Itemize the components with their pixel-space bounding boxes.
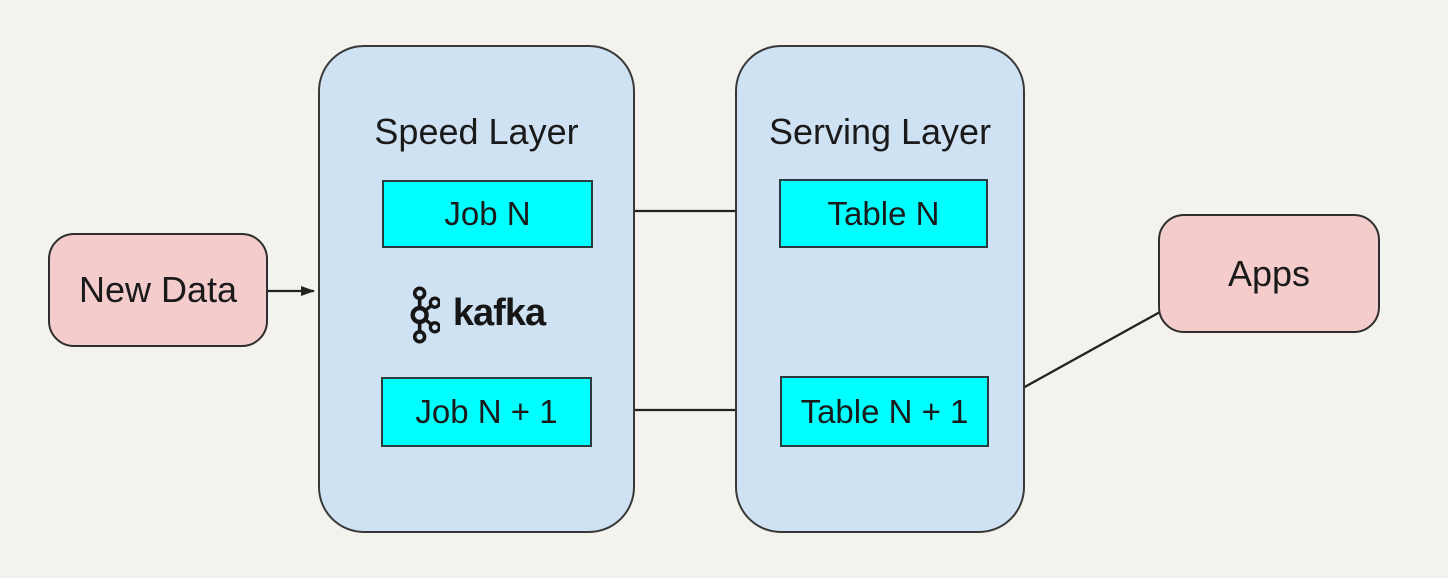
serving-layer-title: Serving Layer xyxy=(768,111,992,152)
node-table-n-plus-1-label: Table N + 1 xyxy=(800,392,969,430)
kafka-brand: kafka xyxy=(320,285,633,345)
node-table-n: Table N xyxy=(779,179,988,248)
container-serving-layer: Serving Layer Table N Table N + 1 xyxy=(735,45,1025,533)
kafka-logo-icon xyxy=(410,286,440,344)
node-new-data: New Data xyxy=(48,233,268,347)
node-apps: Apps xyxy=(1158,214,1380,333)
node-apps-label: Apps xyxy=(1227,252,1311,294)
node-job-n-plus-1-label: Job N + 1 xyxy=(415,393,558,430)
node-new-data-label: New Data xyxy=(78,269,238,310)
container-speed-layer: Speed Layer Job N kafka xyxy=(318,45,635,533)
node-job-n-plus-1: Job N + 1 xyxy=(381,377,592,447)
node-table-n-label: Table N xyxy=(827,194,940,232)
speed-layer-title: Speed Layer xyxy=(374,111,579,152)
kafka-wordmark: kafka xyxy=(452,292,546,334)
node-job-n-label: Job N xyxy=(444,195,531,232)
node-job-n: Job N xyxy=(382,180,593,248)
node-table-n-plus-1: Table N + 1 xyxy=(780,376,989,447)
